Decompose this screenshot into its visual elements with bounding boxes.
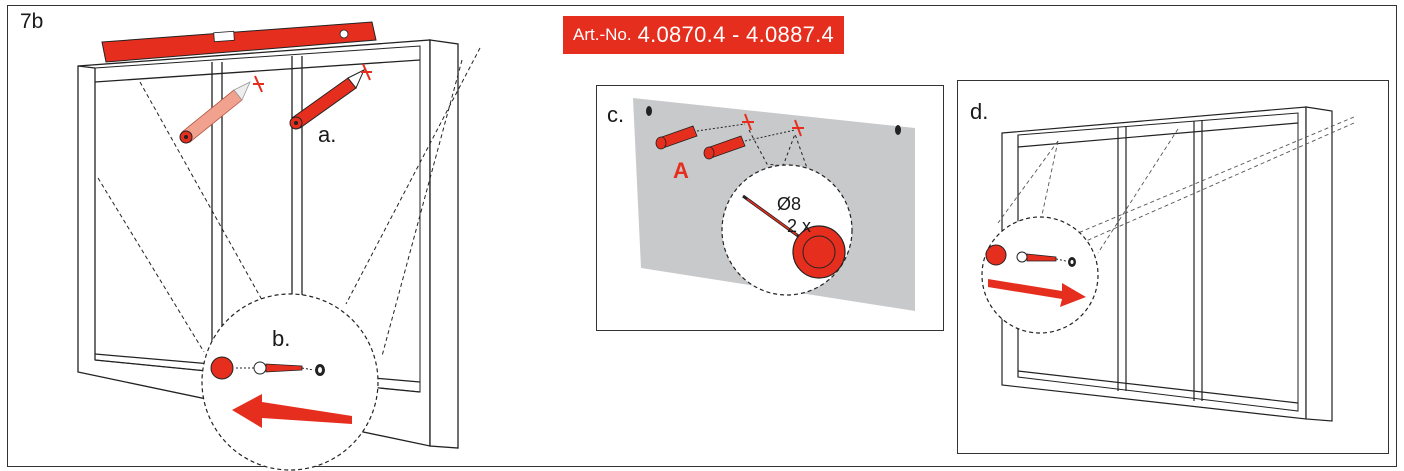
panel-c: A c. Ø8 2 x <box>596 85 944 331</box>
detail-callout-lines <box>97 47 481 357</box>
panel-d-illustration: d. <box>970 99 1355 422</box>
screw-icon <box>1016 251 1057 263</box>
screw-icon <box>253 361 303 375</box>
drill-quantity: 2 x <box>787 216 811 236</box>
main-illustration: a. b. <box>77 21 481 471</box>
arrow-left-icon <box>232 394 352 428</box>
instruction-frame <box>7 5 1397 467</box>
spirit-level-icon <box>101 21 377 63</box>
wall-plug-icon <box>655 125 746 160</box>
detail-d-circle <box>981 216 1099 334</box>
drill-size: Ø8 <box>777 194 801 214</box>
arrow-right-icon <box>988 279 1086 307</box>
article-prefix: Art.-No. <box>573 25 632 44</box>
panel-d: d. <box>957 80 1389 454</box>
drill-mark-icon <box>742 113 804 137</box>
drill-bit-icon <box>742 194 846 279</box>
pencil-icon <box>289 68 366 130</box>
pencil-faded-icon <box>179 81 251 144</box>
panel-c-label: c. <box>607 102 624 127</box>
drill-mark-icon <box>253 63 372 93</box>
article-number: 4.0870.4 - 4.0887.4 <box>637 22 835 47</box>
part-label-a: A <box>673 158 689 183</box>
detail-b-circle: b. <box>201 293 379 471</box>
article-number-badge: Art.-No. 4.0870.4 - 4.0887.4 <box>563 16 845 54</box>
detail-callout-lines <box>997 116 1355 254</box>
label-b: b. <box>272 326 290 351</box>
panel-d-label: d. <box>970 99 988 124</box>
step-label: 7b <box>20 10 44 33</box>
label-a: a. <box>318 122 336 147</box>
panel-c-illustration: A c. Ø8 2 x <box>607 98 915 311</box>
